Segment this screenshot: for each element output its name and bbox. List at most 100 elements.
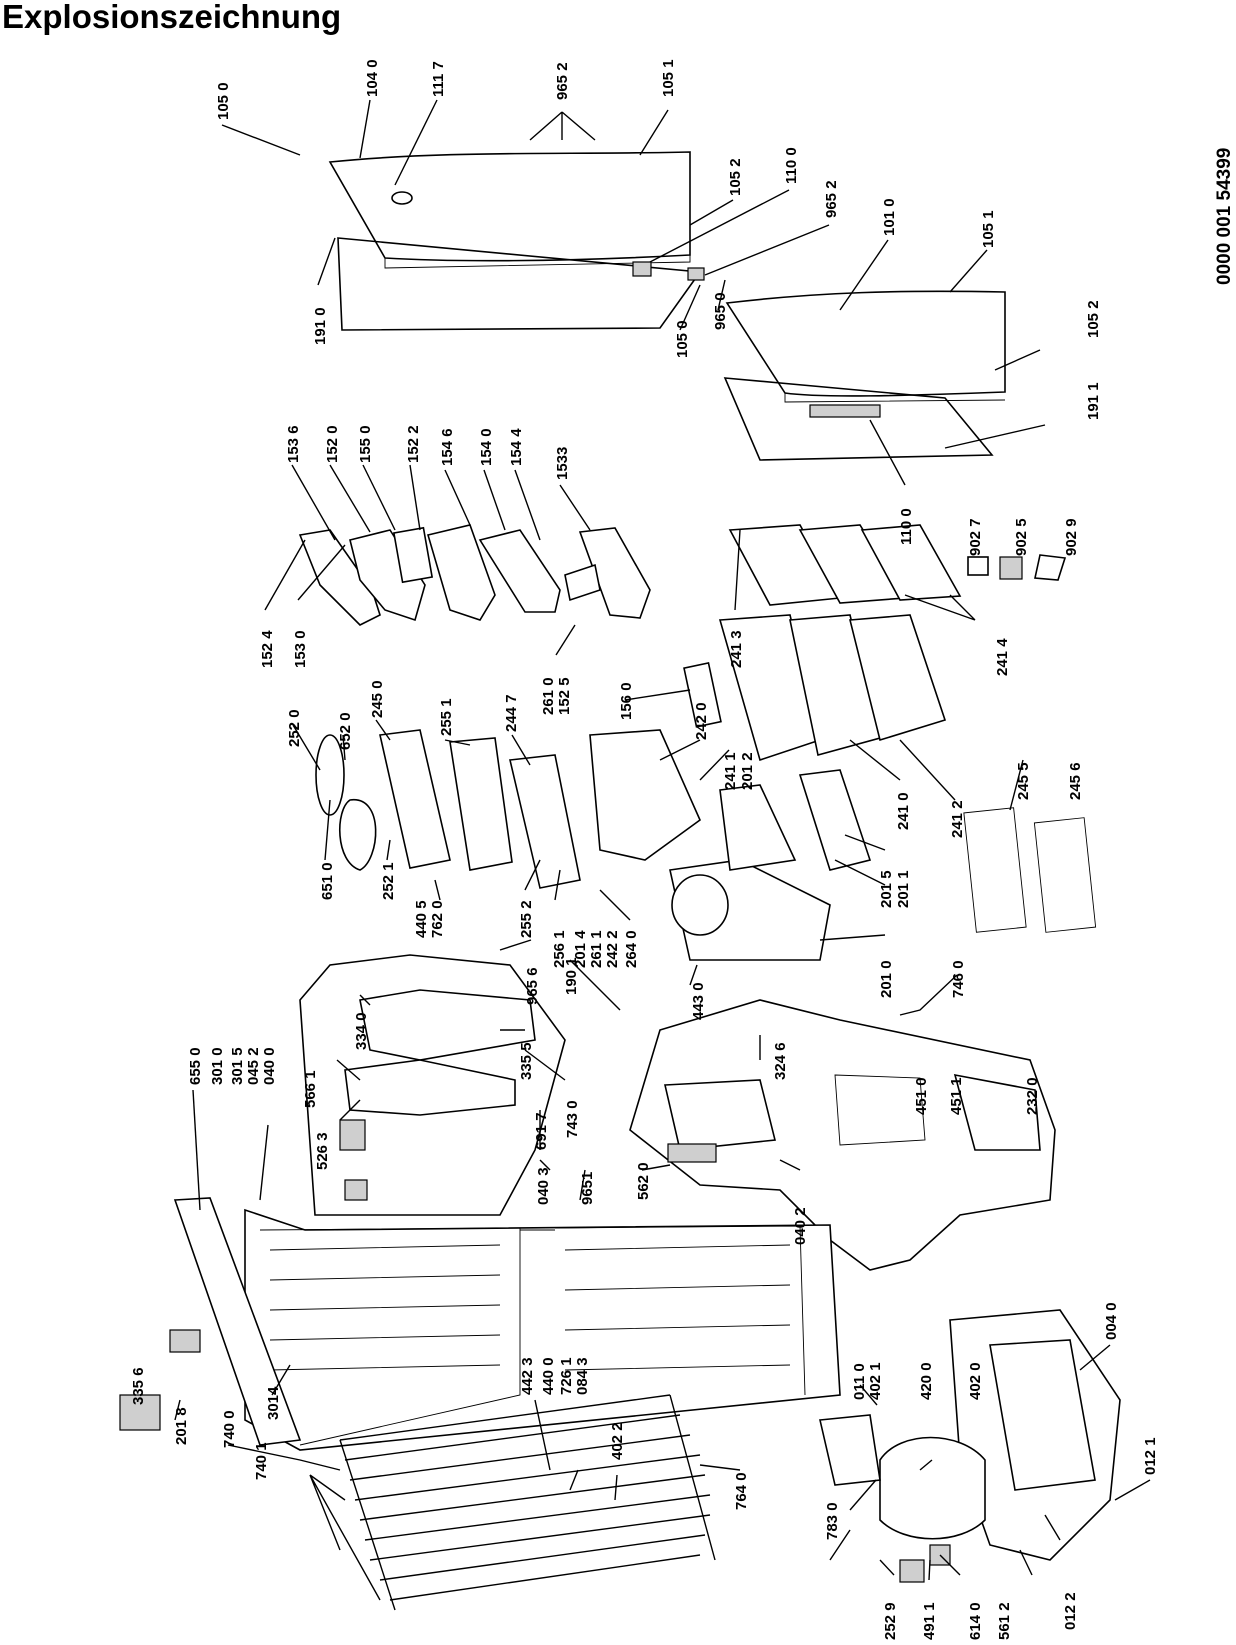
label-255-1: 255 1 <box>438 698 455 736</box>
label-242-0: 242 0 <box>693 702 710 740</box>
label-105-2-top: 105 2 <box>727 158 744 196</box>
label-232-0: 232 0 <box>1024 1077 1041 1115</box>
label-1533: 1533 <box>554 447 571 480</box>
control-panel <box>173 1197 302 1446</box>
label-156-0: 156 0 <box>618 682 635 720</box>
part-labels: 105 0 104 0 111 7 965 2 105 1 105 2 110 … <box>130 59 1159 1640</box>
label-451-1: 451 1 <box>948 1077 965 1115</box>
label-402-1: 402 1 <box>867 1362 884 1400</box>
label-442-3: 442 3 <box>519 1357 536 1395</box>
label-110-0-top: 110 0 <box>783 147 800 184</box>
crisper <box>589 662 722 861</box>
label-045-2: 045 2 <box>245 1047 262 1085</box>
label-264-0: 264 0 <box>623 930 640 968</box>
refrigeration-group-outline <box>629 999 1056 1271</box>
label-443-0: 443 0 <box>690 982 707 1020</box>
label-152-5: 152 5 <box>556 677 573 715</box>
label-040-3: 040 3 <box>535 1167 552 1205</box>
label-562-0: 562 0 <box>635 1162 652 1200</box>
label-651-0: 651 0 <box>319 862 336 900</box>
label-252-9: 252 9 <box>882 1602 899 1640</box>
label-105-2-mid: 105 2 <box>1085 300 1102 338</box>
fridge-shelves <box>315 729 581 889</box>
label-261-1: 261 1 <box>588 930 605 968</box>
hinge <box>632 261 652 277</box>
label-743-0: 743 0 <box>564 1100 581 1138</box>
label-104-0: 104 0 <box>364 59 381 97</box>
label-241-0: 241 0 <box>895 792 912 830</box>
label-155-0: 155 0 <box>357 425 374 463</box>
label-105-0-mid: 105 0 <box>674 320 691 358</box>
label-965-2-mid: 965 2 <box>823 180 840 218</box>
label-012-2: 012 2 <box>1062 1592 1079 1630</box>
drawer-fronts <box>728 524 1067 606</box>
label-301-0: 301 0 <box>209 1047 226 1085</box>
label-691-7: 691 7 <box>533 1112 550 1150</box>
label-201-1: 201 1 <box>895 870 912 908</box>
label-201-5: 201 5 <box>878 870 895 908</box>
label-105-1-top: 105 1 <box>660 59 677 97</box>
label-153-0: 153 0 <box>292 630 309 668</box>
label-902-5: 902 5 <box>1013 518 1030 556</box>
label-740-0: 740 0 <box>221 1410 238 1448</box>
label-762-0: 762 0 <box>429 900 446 938</box>
condenser <box>339 1394 716 1611</box>
label-201-8: 201 8 <box>173 1407 190 1445</box>
label-012-1: 012 1 <box>1142 1437 1159 1475</box>
label-011-0: 011 0 <box>851 1363 868 1400</box>
label-241-2: 241 2 <box>949 800 966 838</box>
label-561-2: 561 2 <box>996 1602 1013 1640</box>
handle-recess <box>391 191 413 205</box>
label-9651: 9651 <box>579 1172 596 1205</box>
label-783-0: 783 0 <box>824 1502 841 1540</box>
hinge <box>687 267 705 281</box>
label-335-5: 335 5 <box>518 1042 535 1080</box>
label-111-7: 111 7 <box>430 61 447 97</box>
label-201-2: 201 2 <box>739 752 756 790</box>
label-245-5: 245 5 <box>1015 762 1032 800</box>
label-335-6: 335 6 <box>130 1367 147 1405</box>
label-324-6: 324 6 <box>772 1042 789 1080</box>
label-245-0: 245 0 <box>369 680 386 718</box>
label-3014: 3014 <box>265 1386 282 1420</box>
label-902-7: 902 7 <box>967 518 984 556</box>
page-title: Explosionszeichnung <box>2 0 342 35</box>
door-shelves <box>298 524 651 626</box>
label-101-0: 101 0 <box>881 198 898 236</box>
label-201-4: 201 4 <box>572 930 589 968</box>
label-402-0: 402 0 <box>967 1362 984 1400</box>
label-201-0: 201 0 <box>878 960 895 998</box>
label-105-0-top: 105 0 <box>215 82 232 120</box>
label-084-3: 084 3 <box>574 1357 591 1395</box>
label-261-0: 261 0 <box>540 677 557 715</box>
label-334-0: 334 0 <box>353 1012 370 1050</box>
wire-racks <box>963 807 1097 933</box>
label-526-3: 526 3 <box>314 1132 331 1170</box>
control-module <box>169 1329 201 1353</box>
label-965-0: 965 0 <box>712 292 729 330</box>
label-152-0: 152 0 <box>324 425 341 463</box>
label-154-6: 154 6 <box>439 428 456 466</box>
label-241-4: 241 4 <box>994 638 1011 676</box>
label-301-5: 301 5 <box>229 1047 246 1085</box>
label-256-1: 256 1 <box>551 930 568 968</box>
label-614-0: 614 0 <box>967 1602 984 1640</box>
label-191-1: 191 1 <box>1085 382 1102 420</box>
label-040-2-right: 040 2 <box>792 1207 809 1245</box>
control-group-outline <box>299 954 566 1216</box>
lamp-cover <box>315 734 345 816</box>
label-566-1: 566 1 <box>302 1070 319 1108</box>
label-040-0: 040 0 <box>261 1047 278 1085</box>
label-004-0: 004 0 <box>1103 1302 1120 1340</box>
label-105-1-mid: 105 1 <box>980 210 997 248</box>
label-152-4: 152 4 <box>259 630 276 668</box>
drawing-number: 0000 001 54399 <box>1214 148 1235 285</box>
label-652-0: 652 0 <box>337 712 354 750</box>
label-655-0: 655 0 <box>187 1047 204 1085</box>
upper-door <box>328 151 691 269</box>
label-242-2: 242 2 <box>604 930 621 968</box>
label-154-4: 154 4 <box>508 428 525 466</box>
label-154-0: 154 0 <box>478 428 495 466</box>
label-241-1: 241 1 <box>722 752 739 790</box>
